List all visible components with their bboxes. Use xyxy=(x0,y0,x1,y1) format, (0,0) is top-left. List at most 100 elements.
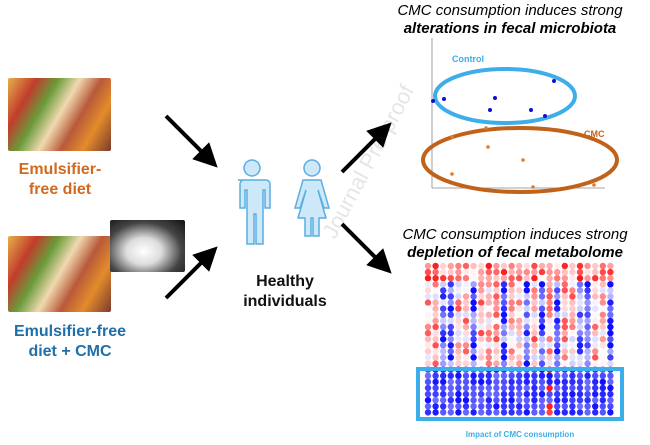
heatmap-cell xyxy=(592,305,599,312)
heatmap-cell xyxy=(508,293,515,300)
heatmap-cell xyxy=(500,323,508,331)
heatmap-cell xyxy=(523,305,530,312)
heatmap-cell xyxy=(599,354,606,361)
cmc-point xyxy=(450,135,454,139)
heatmap-cell xyxy=(576,384,584,392)
heatmap-cell xyxy=(599,262,606,270)
heatmap-cell xyxy=(569,342,576,349)
heatmap-cell xyxy=(584,390,591,398)
heatmap-cell xyxy=(576,275,584,282)
heatmap-cell xyxy=(607,384,614,392)
heatmap-cell xyxy=(538,403,546,410)
heatmap-cell xyxy=(607,299,614,306)
heatmap-cell xyxy=(569,268,576,276)
heatmap-cell xyxy=(485,409,492,416)
heatmap-cell xyxy=(531,378,538,386)
heatmap-cell xyxy=(508,317,515,325)
heatmap-cell xyxy=(584,268,591,276)
heatmap-cell xyxy=(432,305,439,312)
heatmap-cell xyxy=(440,397,447,404)
heatmap-cell xyxy=(478,323,485,331)
heatmap-cell xyxy=(485,342,492,349)
heatmap-cell xyxy=(447,281,454,288)
heatmap-cell xyxy=(447,403,454,410)
cmc-ellipse xyxy=(421,126,619,194)
heatmap-cell xyxy=(576,403,584,410)
heatmap-cell xyxy=(440,384,447,392)
heatmap-cell xyxy=(516,354,523,361)
heatmap-cell xyxy=(493,360,500,367)
heatmap-cell xyxy=(470,372,477,379)
heatmap-cell xyxy=(455,305,462,312)
heatmap-cell xyxy=(500,403,508,410)
heatmap-cell xyxy=(546,311,553,318)
heatmap-cell xyxy=(554,354,561,361)
heatmap-cell xyxy=(554,311,561,318)
heatmap-cell xyxy=(508,311,515,318)
heatmap-cell xyxy=(546,342,553,349)
heatmap-cell xyxy=(447,305,454,312)
heatmap-cell xyxy=(531,323,538,331)
label-line: Healthy xyxy=(256,273,314,290)
heatmap-cell xyxy=(516,317,523,325)
heatmap-cell xyxy=(523,384,530,392)
cmc-point xyxy=(592,183,596,187)
heatmap-cell xyxy=(493,268,500,276)
heatmap-cell xyxy=(432,281,439,288)
heatmap-cell xyxy=(592,348,599,355)
heatmap-cell xyxy=(561,348,568,355)
heatmap-cell xyxy=(538,281,546,288)
heatmap-cell xyxy=(584,305,591,312)
heatmap-cell xyxy=(584,281,591,288)
heatmap-cell xyxy=(485,299,492,306)
heatmap-cell xyxy=(478,403,485,410)
heatmap-cell xyxy=(462,397,470,404)
title-line: CMC consumption induces strong xyxy=(397,2,623,19)
heatmap-cell xyxy=(584,348,591,355)
label-line: Emulsifier- xyxy=(18,161,102,178)
heatmap-cell xyxy=(493,354,500,361)
heatmap-cell xyxy=(569,323,576,331)
control-ellipse xyxy=(433,67,577,125)
heatmap-cell xyxy=(424,305,432,312)
heatmap-cell xyxy=(478,299,485,306)
heatmap-cell xyxy=(470,397,477,404)
heatmap-cell xyxy=(493,287,500,294)
heatmap-cell xyxy=(447,317,454,325)
heatmap-cell xyxy=(592,329,599,337)
heatmap-cell xyxy=(440,275,447,282)
heatmap-cell xyxy=(462,378,470,386)
heatmap-cell xyxy=(424,287,432,294)
heatmap-cell xyxy=(508,360,515,367)
heatmap-cell xyxy=(447,336,454,343)
heatmap-cell xyxy=(538,348,546,355)
heatmap-cell xyxy=(584,403,591,410)
heatmap-cell xyxy=(432,342,439,349)
heatmap-cell xyxy=(599,317,606,325)
heatmap-cell xyxy=(424,317,432,325)
heatmap-cell xyxy=(485,354,492,361)
heatmap-cell xyxy=(485,305,492,312)
heatmap-cell xyxy=(531,293,538,300)
heatmap-cell xyxy=(607,354,614,361)
heatmap-cell xyxy=(516,397,523,404)
heatmap-cell xyxy=(584,342,591,349)
heatmap-cell xyxy=(500,293,508,300)
heatmap-cell xyxy=(569,275,576,282)
heatmap-cell xyxy=(584,311,591,318)
heatmap-cell xyxy=(470,409,477,416)
heatmap-cell xyxy=(546,403,553,410)
title-line: alterations in fecal microbiota xyxy=(403,20,617,37)
heatmap-cell xyxy=(485,311,492,318)
heatmap-cell xyxy=(538,287,546,294)
heatmap-cell xyxy=(607,372,614,379)
heatmap-cell xyxy=(432,268,439,276)
heatmap-cell xyxy=(500,372,508,379)
heatmap-cell xyxy=(493,317,500,325)
heatmap-cell xyxy=(508,329,515,337)
heatmap-cell xyxy=(554,293,561,300)
heatmap-cell xyxy=(478,305,485,312)
heatmap-cell xyxy=(440,329,447,337)
heatmap-cell xyxy=(440,360,447,367)
